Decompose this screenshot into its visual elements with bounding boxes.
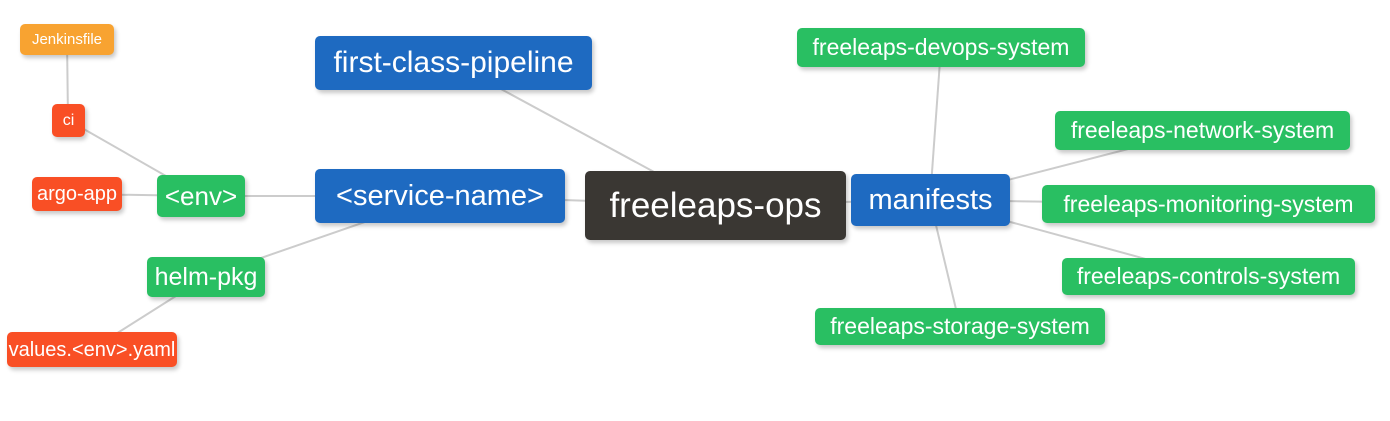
node-values-env-yaml[interactable]: values.<env>.yaml bbox=[7, 332, 177, 367]
node-argo-app[interactable]: argo-app bbox=[32, 177, 122, 211]
node-freeleaps-ops-root[interactable]: freeleaps-ops bbox=[585, 171, 846, 240]
node-freeleaps-devops-system[interactable]: freeleaps-devops-system bbox=[797, 28, 1085, 67]
node-ci[interactable]: ci bbox=[52, 104, 85, 137]
node-service-name[interactable]: <service-name> bbox=[315, 169, 565, 223]
node-freeleaps-controls-system[interactable]: freeleaps-controls-system bbox=[1062, 258, 1355, 295]
node-helm-pkg[interactable]: helm-pkg bbox=[147, 257, 265, 297]
node-freeleaps-monitoring-system[interactable]: freeleaps-monitoring-system bbox=[1042, 185, 1375, 223]
node-manifests[interactable]: manifests bbox=[851, 174, 1010, 226]
node-freeleaps-network-system[interactable]: freeleaps-network-system bbox=[1055, 111, 1350, 150]
node-jenkinsfile[interactable]: Jenkinsfile bbox=[20, 24, 114, 55]
node-first-class-pipeline[interactable]: first-class-pipeline bbox=[315, 36, 592, 90]
node-env[interactable]: <env> bbox=[157, 175, 245, 217]
node-freeleaps-storage-system[interactable]: freeleaps-storage-system bbox=[815, 308, 1105, 345]
